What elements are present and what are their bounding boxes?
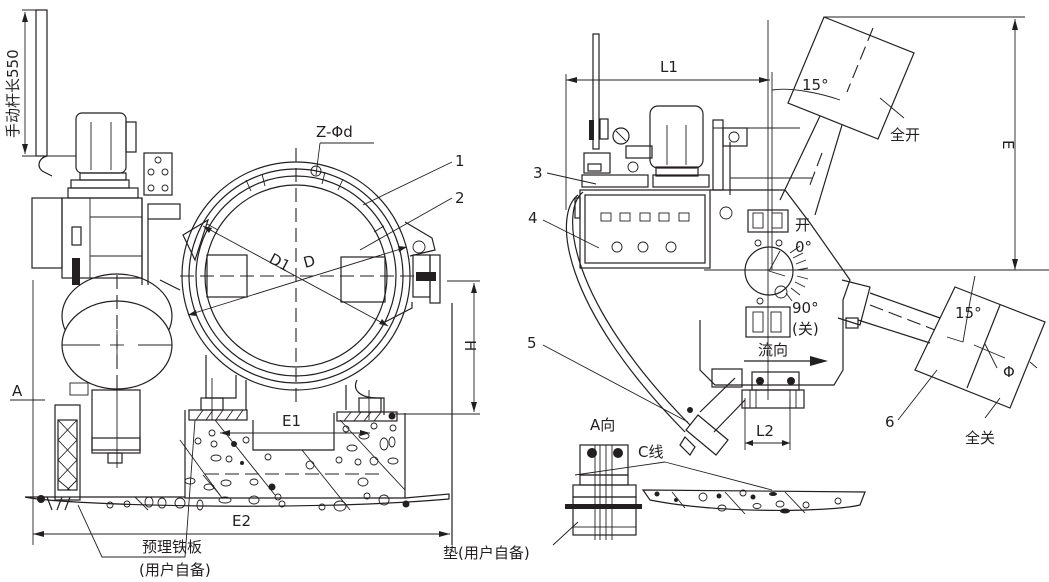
full-close-label: 全关: [965, 429, 995, 447]
cable-gland: [679, 377, 746, 456]
valve-legs: [200, 355, 385, 420]
dim-l1: [565, 72, 773, 270]
closed-label: (关): [792, 320, 819, 338]
right-view: L1: [443, 16, 1049, 562]
embedded-plate-note: (用户自备): [139, 561, 211, 579]
diameter-dimensions: [187, 225, 408, 327]
dim-h-label: H: [461, 340, 479, 351]
motor: [67, 112, 139, 199]
part-label-6: 6: [885, 413, 895, 431]
dim-e2-label: E2: [232, 512, 251, 530]
dim-e1-label: E1: [282, 412, 301, 430]
dim-e1: [220, 430, 370, 436]
tilt-angle-bottom: 15°: [955, 304, 982, 322]
part-label-5: 5: [527, 334, 537, 352]
right-foundation: [641, 489, 866, 515]
aggregate-dots: [37, 422, 410, 512]
dia-outer-label: D: [301, 251, 317, 271]
actuator-housing: [699, 20, 1049, 409]
manual-handle: [22, 9, 76, 177]
flow-label: 流向: [758, 341, 788, 359]
control-box: [574, 189, 711, 269]
c-line-label: C线: [638, 443, 663, 461]
dim-e2: [33, 531, 450, 537]
full-open-position: [771, 16, 1025, 216]
dia-inner-label: D1: [266, 250, 293, 276]
dim-h: [395, 280, 480, 545]
left-support-post: [54, 404, 81, 501]
part-label-2: 2: [455, 189, 465, 207]
handle-length-label: 手动杆长550: [4, 49, 22, 138]
dim-e: [1012, 19, 1018, 270]
shim-label: 垫(用户自备): [443, 544, 530, 562]
phi-symbol: Φ: [1003, 363, 1015, 381]
actuator-body: [31, 197, 149, 285]
part-label-4: 4: [528, 209, 538, 227]
dim-l2: [744, 398, 791, 450]
dim-e-label: E: [999, 140, 1017, 149]
part-label-3: 3: [533, 164, 543, 182]
tilt-angle-top: 15°: [802, 76, 829, 94]
actuator-top: [581, 105, 812, 195]
part-label-1: 1: [455, 152, 465, 170]
full-close-position: [837, 275, 1046, 409]
embedded-plate-label: 预理铁板: [142, 538, 202, 556]
angle-closed-label: 90°: [792, 299, 819, 317]
view-a-detail: [552, 444, 773, 546]
terminal-box: [143, 152, 181, 220]
dim-l1-label: L1: [660, 58, 678, 76]
open-label: 开: [795, 216, 810, 234]
handwheel: [61, 273, 173, 390]
dim-l2-label: L2: [756, 422, 774, 440]
mounting-plates: [188, 409, 398, 422]
dim-a-label: A: [12, 382, 23, 400]
angle-open-label: 0°: [795, 238, 812, 256]
bolt-holes-label: Z-Φd: [316, 123, 353, 141]
valve-body: [159, 148, 441, 408]
full-open-label: 全开: [890, 126, 920, 144]
concrete-foundation: [24, 410, 450, 512]
lower-stem: [69, 380, 141, 468]
left-view: 手动杆长550: [4, 9, 480, 579]
view-a-label: A向: [590, 416, 615, 434]
